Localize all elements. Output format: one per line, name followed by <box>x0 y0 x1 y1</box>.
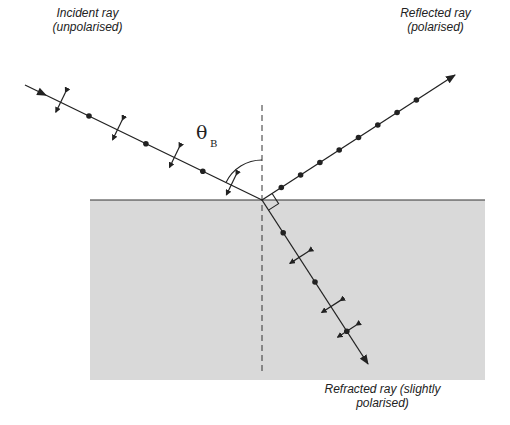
refracted-ray <box>262 200 368 364</box>
arrowhead <box>36 88 48 100</box>
incident-ray <box>25 85 262 200</box>
normal-line <box>262 105 263 375</box>
ray-label: Incident ray (unpolarised) <box>35 6 140 34</box>
ray-label: Refracted ray (slightly polarised) <box>300 382 465 410</box>
polarisation-marks <box>56 92 236 194</box>
interface <box>90 199 485 200</box>
ray-label: Reflected ray (polarised) <box>378 6 493 34</box>
angle-subscript: B <box>210 137 224 151</box>
polarisation-marks <box>280 230 356 337</box>
polarisation-dots <box>279 97 420 190</box>
angle-arc <box>226 160 262 183</box>
right-angle-mark <box>269 194 279 211</box>
medium <box>90 200 485 380</box>
reflected-ray <box>262 75 455 200</box>
